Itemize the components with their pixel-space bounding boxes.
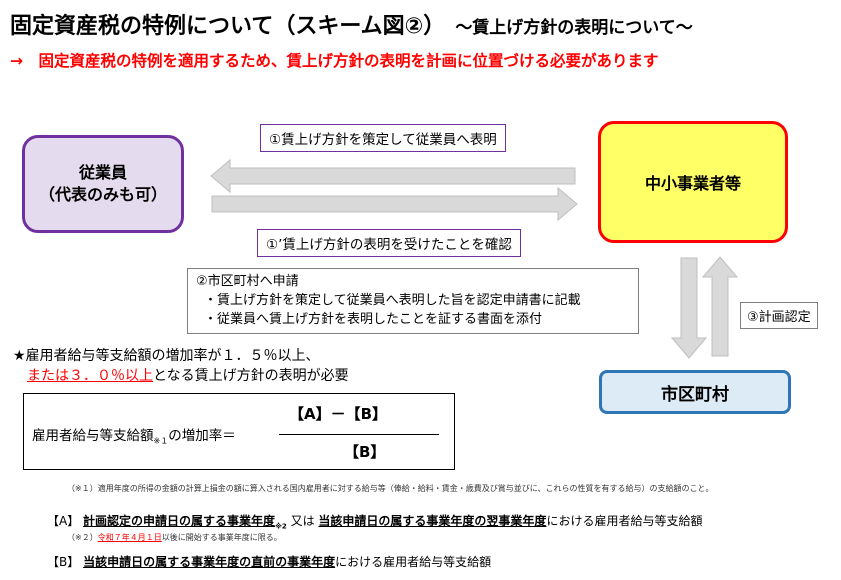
definition-b: 【B】 当該申請日の属する事業年度の直前の事業年度における雇用者給与等支給額 <box>47 553 491 570</box>
definition-a-suffix: における雇用者給与等支給額 <box>546 514 703 528</box>
formula-fraction-line <box>279 434 439 435</box>
footnote-2-suffix: 以後に開始する事業年度に限る。 <box>161 533 282 542</box>
footnote-2: （※２）令和７年４月１日以後に開始する事業年度に限る。 <box>67 532 282 543</box>
application-bullet: ・従業員へ賃上げ方針を表明したことを証する書面を添付 <box>204 312 543 327</box>
requirement-line1: ★雇用者給与等支給額の増加率が１．５％以上、 <box>13 348 320 364</box>
city-label: 市区町村 <box>661 384 729 405</box>
sme-box: 中小事業者等 <box>598 121 788 243</box>
employee-sublabel: （代表のみも可） <box>38 185 167 204</box>
definition-a: 【A】 計画認定の申請日の属する事業年度※2 又は 当該申請日の属する事業年度の… <box>47 512 702 530</box>
arrow-left-icon <box>210 158 576 194</box>
arrow-right-icon <box>211 186 578 222</box>
employee-label: 従業員 <box>78 163 127 182</box>
requirement-line2: または３．０％以上となる賃上げ方針の表明が必要 <box>13 366 349 386</box>
formula-left: 雇用者給与等支給額※１の増加率＝ <box>32 424 236 447</box>
sme-label: 中小事業者等 <box>644 174 741 193</box>
application-box: ②市区町村へ申請 ・賃上げ方針を策定して従業員へ表明した旨を認定申請書に記載 ・… <box>187 268 639 334</box>
definition-a-note: ※2 <box>275 522 287 531</box>
definition-a-prefix: 【A】 <box>47 514 80 528</box>
step1-label: ①賃上げ方針を策定して従業員へ表明 <box>260 124 506 152</box>
page-title-main: 固定資産税の特例について（スキーム図②） <box>10 14 446 39</box>
page-subtitle: → 固定資産税の特例を適用するため、賃上げ方針の表明を計画に位置づける必要があり… <box>10 52 659 70</box>
application-heading: ②市区町村へ申請 <box>196 274 299 289</box>
step1-confirm-label: ①’賃上げ方針の表明を受けたことを確認 <box>257 229 521 257</box>
formula-denominator: 【B】 <box>344 443 386 461</box>
formula-numerator: 【A】－【B】 <box>289 405 388 423</box>
definition-b-prefix: 【B】 <box>47 555 80 569</box>
footnote-1: （※１）適用年度の所得の金額の計算上損金の額に算入される国内雇用者に対する給与等… <box>67 484 714 493</box>
formula-left-text: 雇用者給与等支給額 <box>32 428 154 444</box>
definition-b-term: 当該申請日の属する事業年度の直前の事業年度 <box>83 555 336 569</box>
application-bullet: ・賃上げ方針を策定して従業員へ表明した旨を認定申請書に記載 <box>204 293 581 308</box>
page-title: 固定資産税の特例について（スキーム図②） ～賃上げ方針の表明について～ <box>10 8 693 40</box>
arrow-down-icon <box>670 257 708 359</box>
page-title-sub: ～賃上げ方針の表明について～ <box>455 18 693 38</box>
city-box: 市区町村 <box>599 370 791 414</box>
requirement-text: ★雇用者給与等支給額の増加率が１．５％以上、 または３．０％以上となる賃上げ方針… <box>13 346 349 386</box>
requirement-line2-rest: となる賃上げ方針の表明が必要 <box>153 368 349 384</box>
footnote-2-prefix: （※２） <box>67 533 98 542</box>
arrow-up-icon <box>701 256 739 357</box>
formula-left-note: ※１ <box>153 436 169 446</box>
definition-b-suffix: における雇用者給与等支給額 <box>335 555 492 569</box>
formula-left-suffix: の増加率＝ <box>168 428 236 444</box>
definition-a-mid: 又は <box>290 514 315 528</box>
definition-a-term1: 計画認定の申請日の属する事業年度 <box>83 514 276 528</box>
formula-box: 雇用者給与等支給額※１の増加率＝ 【A】－【B】 【B】 <box>23 393 455 470</box>
approval-label: ③計画認定 <box>740 302 818 329</box>
requirement-highlight: または３．０％以上 <box>27 368 153 384</box>
definition-a-term2: 当該申請日の属する事業年度の翌事業年度 <box>318 514 547 528</box>
employee-box: 従業員 （代表のみも可） <box>22 135 184 233</box>
footnote-2-date: 令和７年４月１日 <box>97 533 162 542</box>
